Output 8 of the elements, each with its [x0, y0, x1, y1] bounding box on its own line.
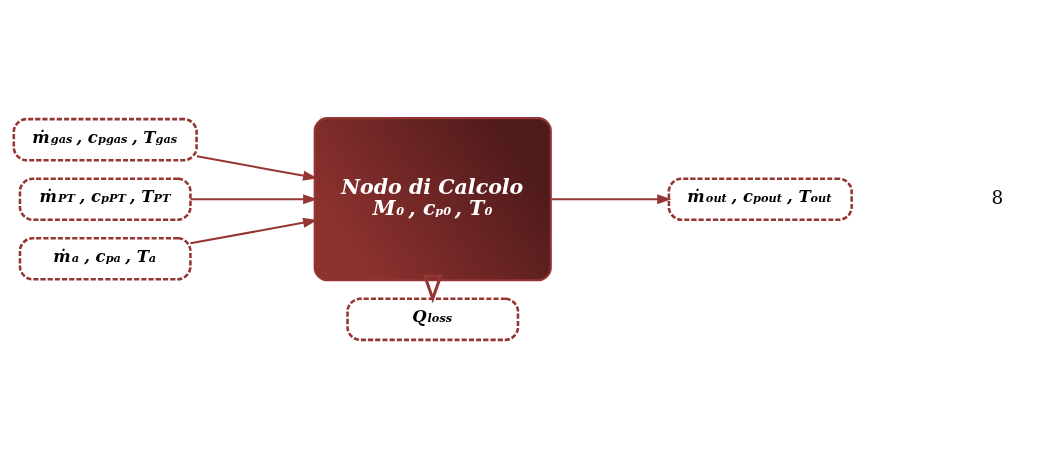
node-box: ṁgas , cpgas , Tgas	[12, 117, 198, 161]
label: 8	[991, 186, 1004, 208]
arrow	[551, 193, 672, 204]
node-box: ṁout , cpout , Tout	[667, 176, 853, 221]
node-box: ṁPT , cpPT , TPT	[18, 176, 192, 221]
node-box: Qloss	[346, 297, 520, 341]
node-box: ṁa , cpa , Ta	[18, 236, 192, 281]
arrow	[422, 274, 443, 303]
